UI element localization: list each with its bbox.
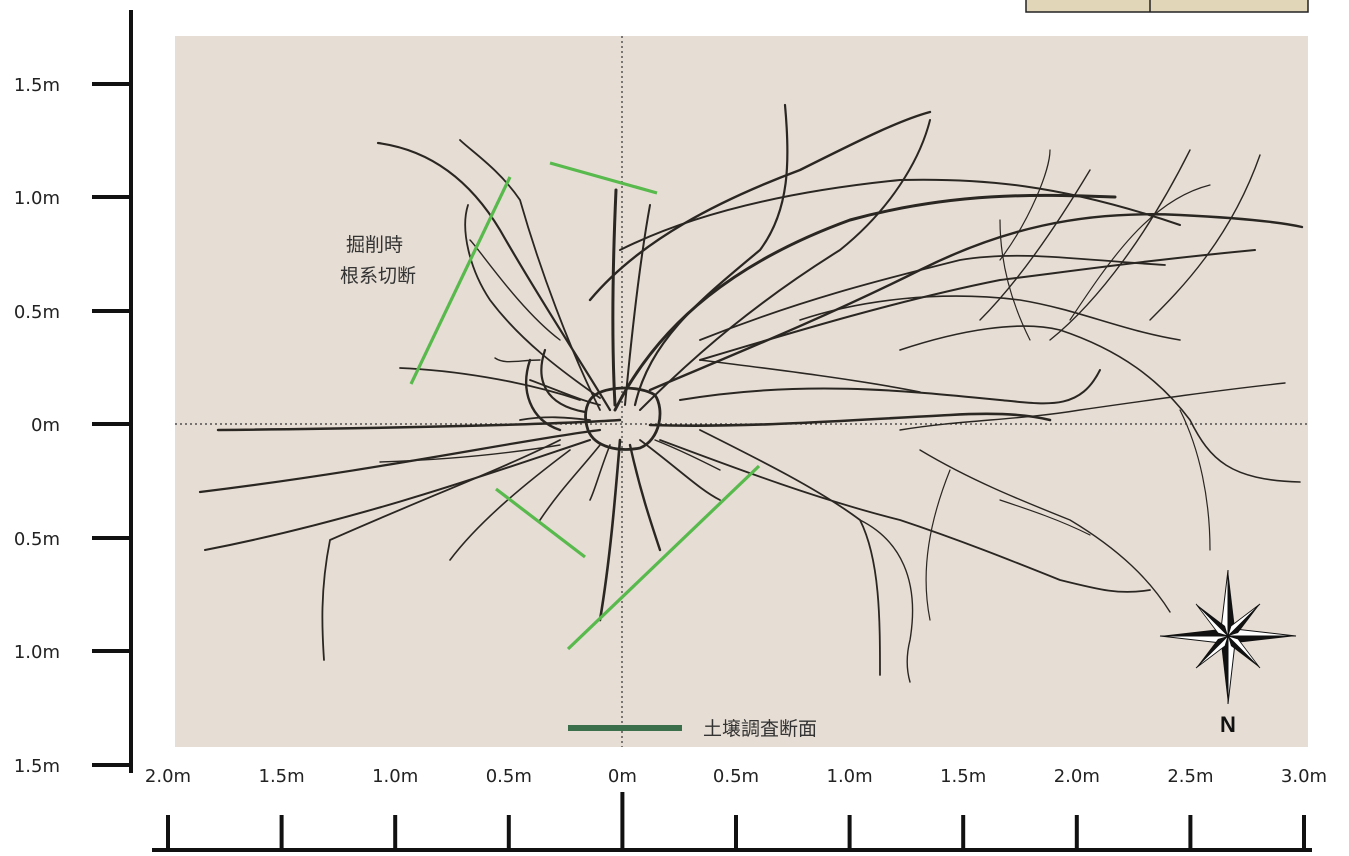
cut-line-lower-left [495, 487, 586, 559]
legend-label: 土壌調査断面 [703, 718, 817, 740]
x-tick-label: 0m [608, 766, 637, 787]
x-tick-label: 1.5m [940, 766, 986, 787]
x-tick-label: 2.0m [145, 766, 191, 787]
x-tick-label: 2.5m [1167, 766, 1213, 787]
y-axis-ticks: 1.5m 1.0m 0.5m 0m 0.5m 1.0m 1.5m [14, 75, 131, 777]
x-tick-label: 0.5m [486, 766, 532, 787]
y-tick-label: 1.0m [14, 188, 60, 209]
x-axis-ticks: 2.0m 1.5m 1.0m 0.5m 0m 0.5m 1.0m 1.5m 2.0m 2.5m 3.… [145, 766, 1327, 850]
root-system-drawing [198, 103, 1304, 683]
annotation-line-1: 掘削時 [346, 234, 403, 256]
x-tick-label: 1.0m [827, 766, 873, 787]
legend: 土壌調査断面 [568, 718, 817, 740]
cut-line-top [549, 161, 658, 195]
x-tick-label: 1.0m [372, 766, 418, 787]
y-tick-label: 1.0m [14, 642, 60, 663]
cut-line-lower-right [566, 464, 761, 651]
x-tick-label: 0.5m [713, 766, 759, 787]
y-tick-label: 0m [31, 415, 60, 436]
y-tick-label: 1.5m [14, 75, 60, 96]
legend-swatch [568, 725, 682, 731]
compass-rose-icon [1159, 569, 1297, 705]
y-tick-label: 0.5m [14, 302, 60, 323]
x-tick-label: 2.0m [1054, 766, 1100, 787]
root-cut-lines [409, 161, 761, 651]
annotation-line-2: 根系切断 [340, 265, 416, 287]
y-tick-label: 0.5m [14, 529, 60, 550]
y-tick-label: 1.5m [14, 756, 60, 777]
cut-line-left [409, 176, 512, 385]
top-right-box [1025, 0, 1309, 13]
compass-north-label: N [1220, 712, 1236, 737]
x-tick-label: 1.5m [259, 766, 305, 787]
x-tick-label: 3.0m [1281, 766, 1327, 787]
